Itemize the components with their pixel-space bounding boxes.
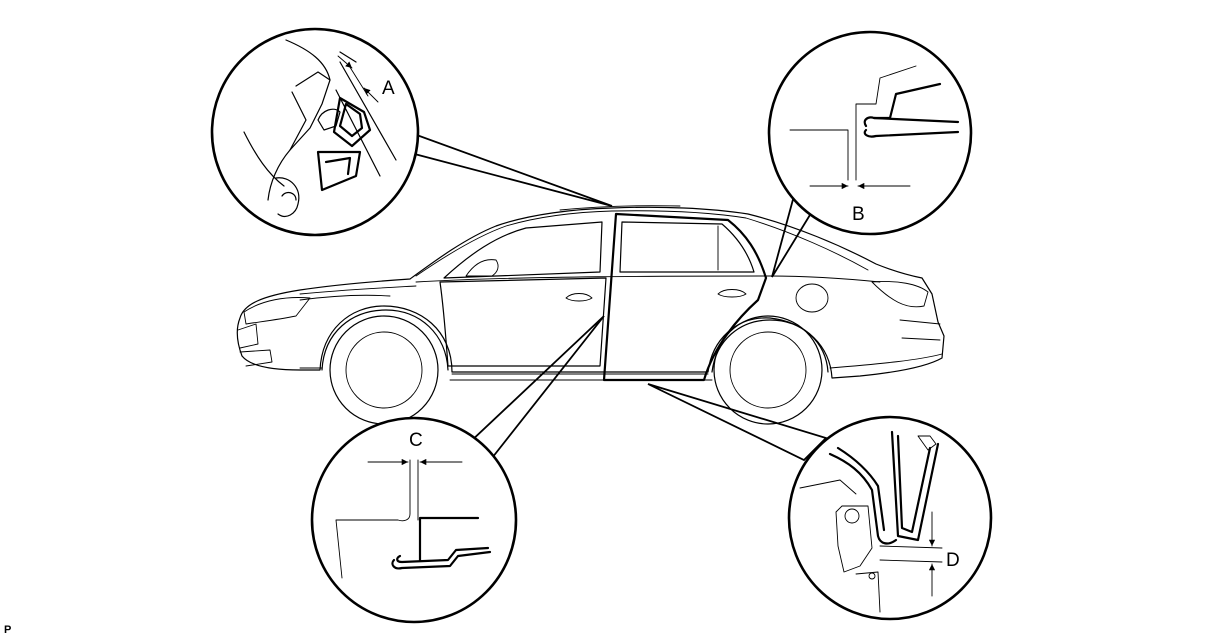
front-door-outline	[439, 277, 607, 367]
leader-a	[401, 128, 613, 207]
rear-window	[619, 221, 755, 273]
car-body-outline	[236, 206, 945, 379]
rear-door-outline	[602, 212, 768, 382]
leader-c	[466, 315, 605, 460]
callout-d-label: D	[946, 550, 960, 571]
footer-mark: P	[4, 624, 12, 636]
rear-wheel	[713, 315, 823, 425]
callout-b-label: B	[852, 204, 865, 225]
leader-lines	[401, 128, 828, 462]
car-side-view	[236, 205, 945, 425]
callout-a: A	[210, 27, 420, 237]
callout-b: B	[767, 30, 973, 236]
callout-c: C	[310, 416, 518, 624]
leader-d	[647, 383, 828, 462]
callout-d: D	[787, 415, 993, 621]
callout-c-label: C	[409, 430, 423, 451]
front-window	[443, 221, 603, 279]
callout-a-label: A	[382, 78, 395, 99]
